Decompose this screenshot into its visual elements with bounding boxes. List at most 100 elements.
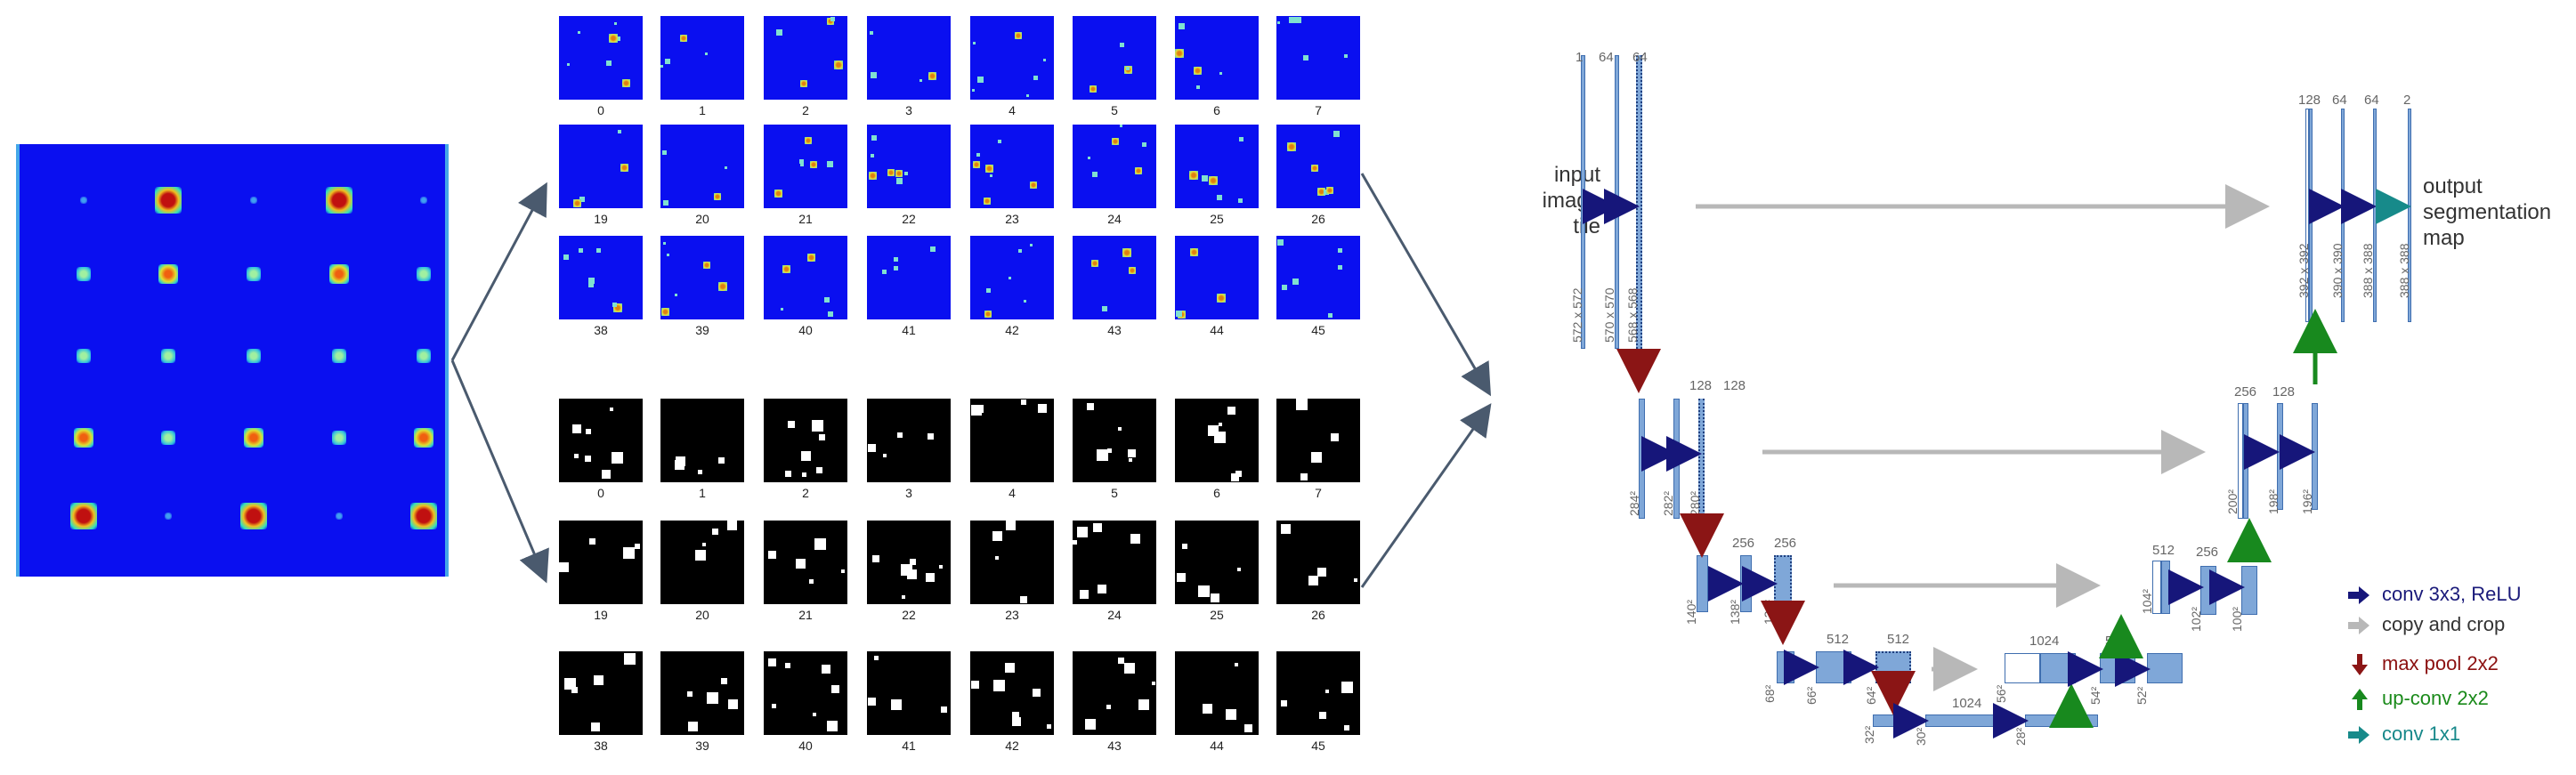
binary-tile (1073, 651, 1156, 735)
binary-tile (867, 521, 951, 604)
tile-spot (827, 18, 834, 25)
tile-spot (928, 72, 936, 80)
tile-spot (1122, 248, 1131, 257)
tile-spot (1344, 725, 1349, 731)
tile-spot (874, 656, 879, 660)
tile-spot (796, 559, 806, 569)
tile-spot (986, 288, 991, 293)
tile-spot (588, 278, 595, 284)
tile-spot (1152, 682, 1155, 685)
tile-index-label: 25 (1210, 212, 1224, 226)
output-segmentation-map-label: output segmentation map (2423, 174, 2552, 250)
channel-label: 256 (2196, 545, 2219, 560)
tile-index-label: 6 (1213, 103, 1220, 117)
tile-spot (1217, 294, 1226, 303)
tile-spot (1129, 458, 1132, 462)
legend-arrow-icon (2348, 726, 2369, 744)
tile-spot (1287, 142, 1296, 151)
heat-spot (328, 263, 349, 284)
tile-spot (1093, 523, 1102, 532)
heat-spot (249, 197, 257, 205)
tile-spot (772, 704, 776, 708)
tile-spot (1303, 55, 1308, 61)
tile-index-label: 4 (1009, 486, 1016, 500)
tile-spot (824, 297, 830, 303)
tile-spot (1077, 527, 1088, 537)
tile-index-label: 41 (902, 323, 916, 337)
tile-spot (675, 294, 677, 296)
tile-spot (800, 163, 804, 166)
tile-spot (573, 199, 581, 207)
tile-spot (1202, 175, 1208, 182)
tile-index-label: 0 (597, 103, 604, 117)
tile-spot (1177, 573, 1186, 582)
tile-spot (1239, 137, 1243, 141)
binary-tile (559, 521, 643, 604)
tile-spot (977, 77, 984, 83)
tile-spot (1344, 54, 1348, 58)
tile-index-label: 20 (695, 212, 709, 226)
heat-tile (1276, 236, 1360, 319)
tile-index-label: 23 (1005, 212, 1019, 226)
tile-spot (563, 254, 569, 260)
tile-spot (618, 130, 621, 133)
binary-tile (867, 399, 951, 482)
tile-spot (995, 556, 999, 560)
binary-tile (1175, 521, 1259, 604)
tile-spot (1219, 423, 1222, 426)
tile-spot (579, 248, 583, 253)
channel-label: 64 (1632, 50, 1648, 65)
tile-spot (1317, 568, 1326, 577)
binary-tile (559, 651, 643, 735)
tile-spot (801, 451, 811, 461)
tile-spot (1047, 724, 1051, 729)
feature-map-u4-copy (2005, 653, 2040, 683)
tile-spot (941, 706, 947, 713)
channel-label: 1 (1576, 50, 1584, 65)
tile-spot (1235, 663, 1238, 666)
tile-spot (1341, 682, 1353, 693)
tile-spot (1176, 311, 1182, 317)
tile-spot (827, 161, 833, 167)
tile-spot (809, 579, 814, 584)
binary-tile (559, 399, 643, 482)
tile-index-label: 19 (594, 212, 608, 226)
tile-index-label: 40 (798, 739, 813, 753)
tile-spot (830, 17, 835, 21)
legend-item-label: max pool 2x2 (2382, 652, 2499, 674)
tile-spot (990, 174, 992, 177)
tile-spot (1020, 596, 1027, 603)
tile-spot (1308, 576, 1318, 585)
tile-index-label: 21 (798, 608, 813, 622)
tile-spot (1295, 17, 1301, 23)
heat-tile (1276, 16, 1360, 100)
input-heatmap (16, 144, 449, 577)
tile-spot (887, 169, 895, 176)
channel-label: 256 (1732, 536, 1755, 551)
tile-spot (564, 678, 576, 690)
tile-spot (588, 282, 594, 287)
tile-index-label: 22 (902, 212, 916, 226)
tile-spot (1244, 724, 1252, 732)
heat-tile (1073, 16, 1156, 100)
tile-index-label: 45 (1311, 739, 1325, 753)
tile-spot (807, 254, 815, 262)
tile-index-label: 39 (695, 739, 709, 753)
heat-spot (246, 349, 261, 364)
tile-spot (1088, 157, 1090, 159)
tile-spot (1196, 85, 1200, 89)
tile-spot (1021, 400, 1026, 405)
tile-spot (635, 544, 640, 549)
tile-spot (785, 663, 790, 668)
channel-label: 1024 (2029, 634, 2060, 649)
legend-arrow-icon (2352, 689, 2368, 710)
channel-label: 512 (2152, 543, 2175, 558)
heat-tile (559, 236, 643, 319)
tile-spot (868, 444, 876, 452)
legend-item-label: conv 1x1 (2382, 723, 2461, 745)
tile-spot (1033, 689, 1041, 697)
tile-spot (828, 311, 833, 317)
tile-spot (901, 564, 912, 576)
tile-spot (1128, 449, 1136, 457)
tile-spot (814, 538, 826, 550)
